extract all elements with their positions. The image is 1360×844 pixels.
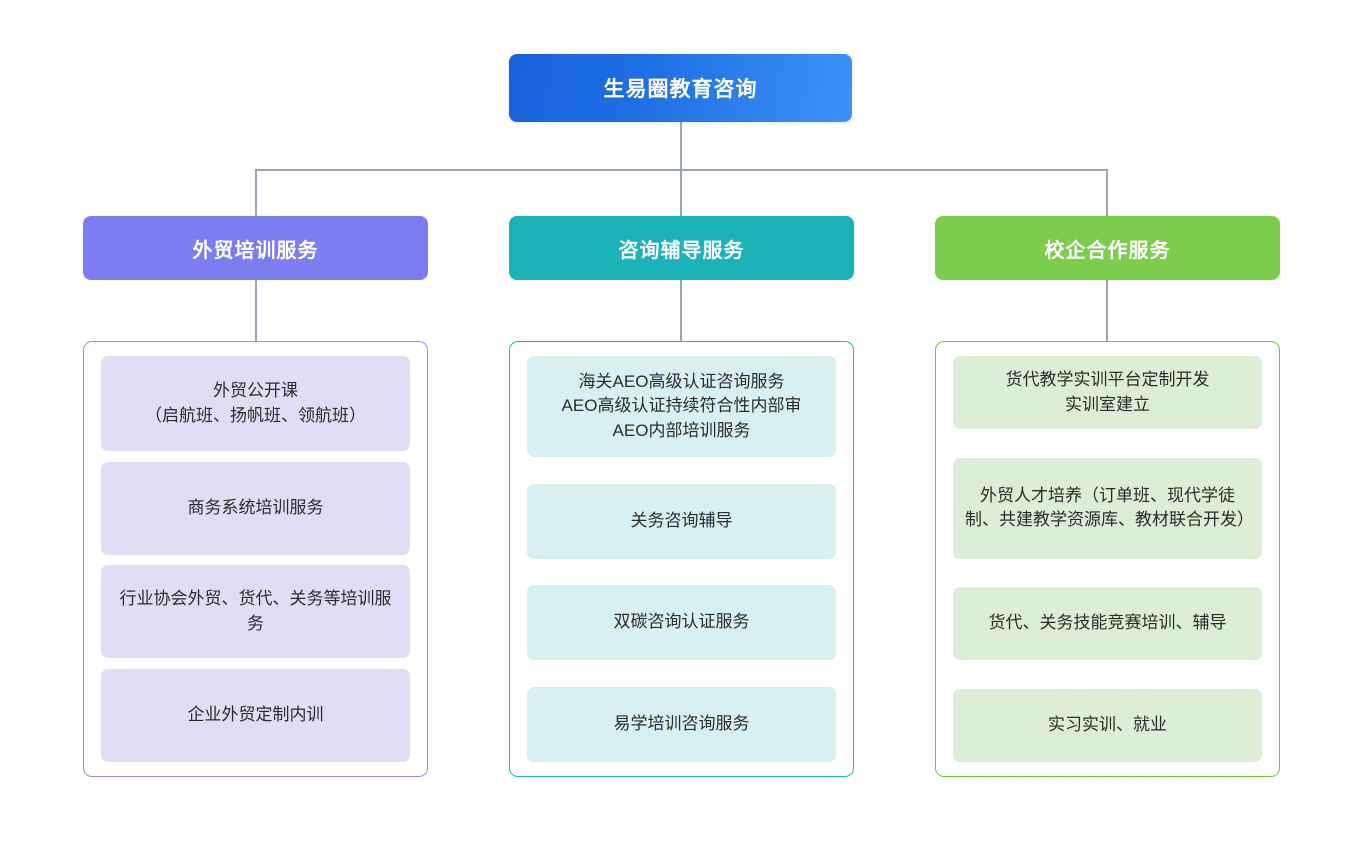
root-node-label: 生易圈教育咨询 — [603, 78, 758, 101]
connector-bus-to-branch-3 — [1106, 169, 1108, 216]
branch-item[interactable]: 企业外贸定制内训 — [101, 668, 410, 762]
root-node-education-consulting[interactable]: 生易圈教育咨询 — [509, 54, 852, 122]
branch-item[interactable]: 关务咨询辅导 — [527, 483, 836, 559]
branch-header-label: 校企合作服务 — [1044, 239, 1171, 262]
branch-header-xiaoqi-hezuo[interactable]: 校企合作服务 — [935, 216, 1280, 280]
branch-header-label: 咨询辅导服务 — [618, 239, 745, 262]
branch-item[interactable]: 外贸人才培养（订单班、现代学徒制、共建教学资源库、教材联合开发） — [953, 457, 1262, 559]
connector-bus-to-branch-1 — [255, 169, 257, 216]
branch-item[interactable]: 货代、关务技能竞赛培训、辅导 — [953, 587, 1262, 661]
connector-root-stem — [680, 122, 682, 170]
connector-branch-1-to-body — [255, 280, 257, 341]
branch-item[interactable]: 易学培训咨询服务 — [527, 686, 836, 762]
branch-item[interactable]: 商务系统培训服务 — [101, 461, 410, 555]
branch-item[interactable]: 实习实训、就业 — [953, 688, 1262, 762]
connector-branch-3-to-body — [1106, 280, 1108, 341]
branch-item[interactable]: 货代教学实训平台定制开发 实训室建立 — [953, 356, 1262, 429]
branch-item[interactable]: 双碳咨询认证服务 — [527, 585, 836, 661]
branch-xiaoqi-hezuo: 校企合作服务 货代教学实训平台定制开发 实训室建立 外贸人才培养（订单班、现代学… — [935, 216, 1280, 777]
branch-body-waimao-peixun: 外贸公开课 （启航班、扬帆班、领航班） 商务系统培训服务 行业协会外贸、货代、关… — [83, 341, 428, 777]
branch-header-label: 外贸培训服务 — [192, 239, 319, 262]
branch-item[interactable]: 外贸公开课 （启航班、扬帆班、领航班） — [101, 356, 410, 451]
branch-zixun-fudao: 咨询辅导服务 海关AEO高级认证咨询服务 AEO高级认证持续符合性内部审 AEO… — [509, 216, 854, 777]
branch-header-waimao-peixun[interactable]: 外贸培训服务 — [83, 216, 428, 280]
branch-body-zixun-fudao: 海关AEO高级认证咨询服务 AEO高级认证持续符合性内部审 AEO内部培训服务 … — [509, 341, 854, 777]
branch-header-zixun-fudao[interactable]: 咨询辅导服务 — [509, 216, 854, 280]
branch-body-xiaoqi-hezuo: 货代教学实训平台定制开发 实训室建立 外贸人才培养（订单班、现代学徒制、共建教学… — [935, 341, 1280, 777]
branch-item[interactable]: 海关AEO高级认证咨询服务 AEO高级认证持续符合性内部审 AEO内部培训服务 — [527, 356, 836, 457]
connector-branch-2-to-body — [680, 280, 682, 341]
connector-horizontal-bus — [255, 169, 1108, 171]
branch-item[interactable]: 行业协会外贸、货代、关务等培训服务 — [101, 565, 410, 659]
branch-waimao-peixun: 外贸培训服务 外贸公开课 （启航班、扬帆班、领航班） 商务系统培训服务 行业协会… — [83, 216, 428, 777]
connector-bus-to-branch-2 — [680, 169, 682, 216]
